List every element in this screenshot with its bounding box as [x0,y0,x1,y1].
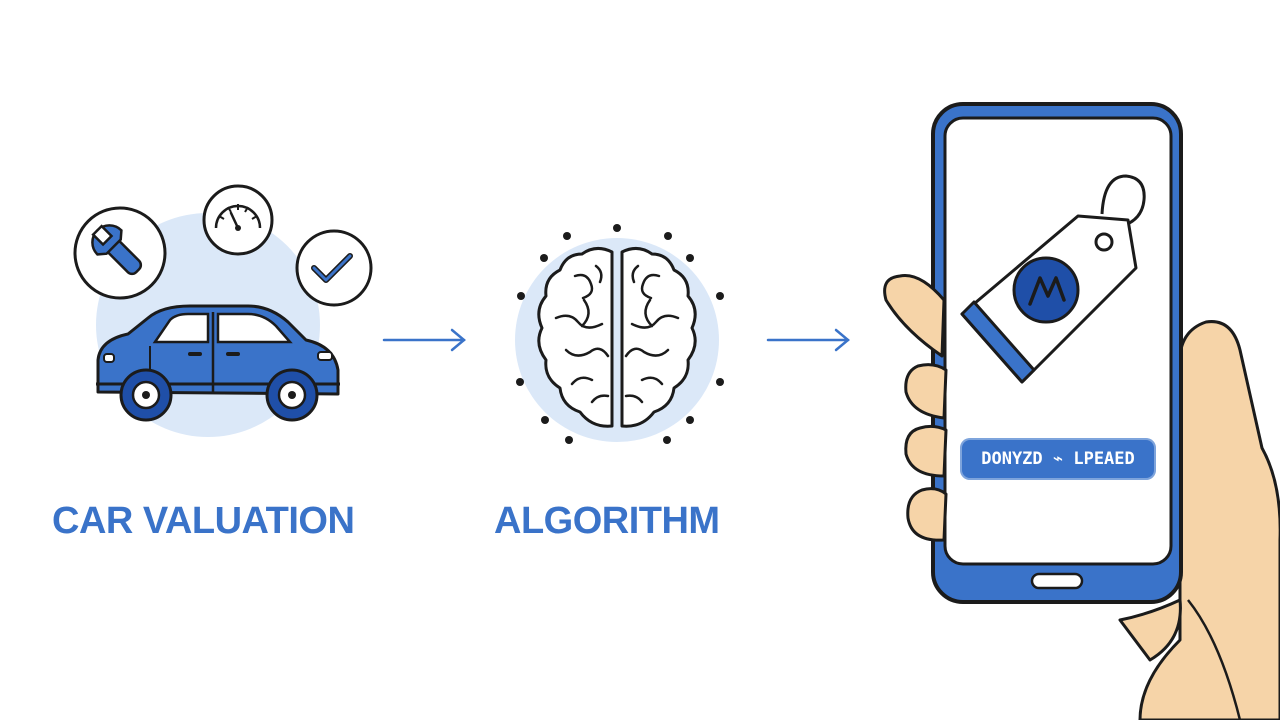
phone-screen-button[interactable]: DONYZD ⌁ LPEAED [960,438,1156,480]
arrow-icon [766,328,850,352]
car-valuation-stage [73,184,373,437]
brain-icon [537,247,697,428]
hand-fingers [883,274,1182,662]
phone-icon [931,102,1183,604]
stage-label-car-valuation: CAR VALUATION [52,500,355,542]
wrench-icon [73,206,167,300]
home-button[interactable] [1030,572,1084,590]
algorithm-stage [515,224,724,444]
checkmark-icon [295,229,373,307]
hand-icon [1138,320,1280,720]
car-wheel-rear [265,368,319,422]
gauge-icon [202,184,274,256]
arrow-icon [382,328,466,352]
phone-stage [883,102,1280,720]
car-wheel-front [119,368,173,422]
node-dots [516,224,724,444]
price-tag-icon [960,174,1146,384]
car-icon [96,304,340,422]
stage-label-algorithm: ALGORITHM [494,500,720,542]
